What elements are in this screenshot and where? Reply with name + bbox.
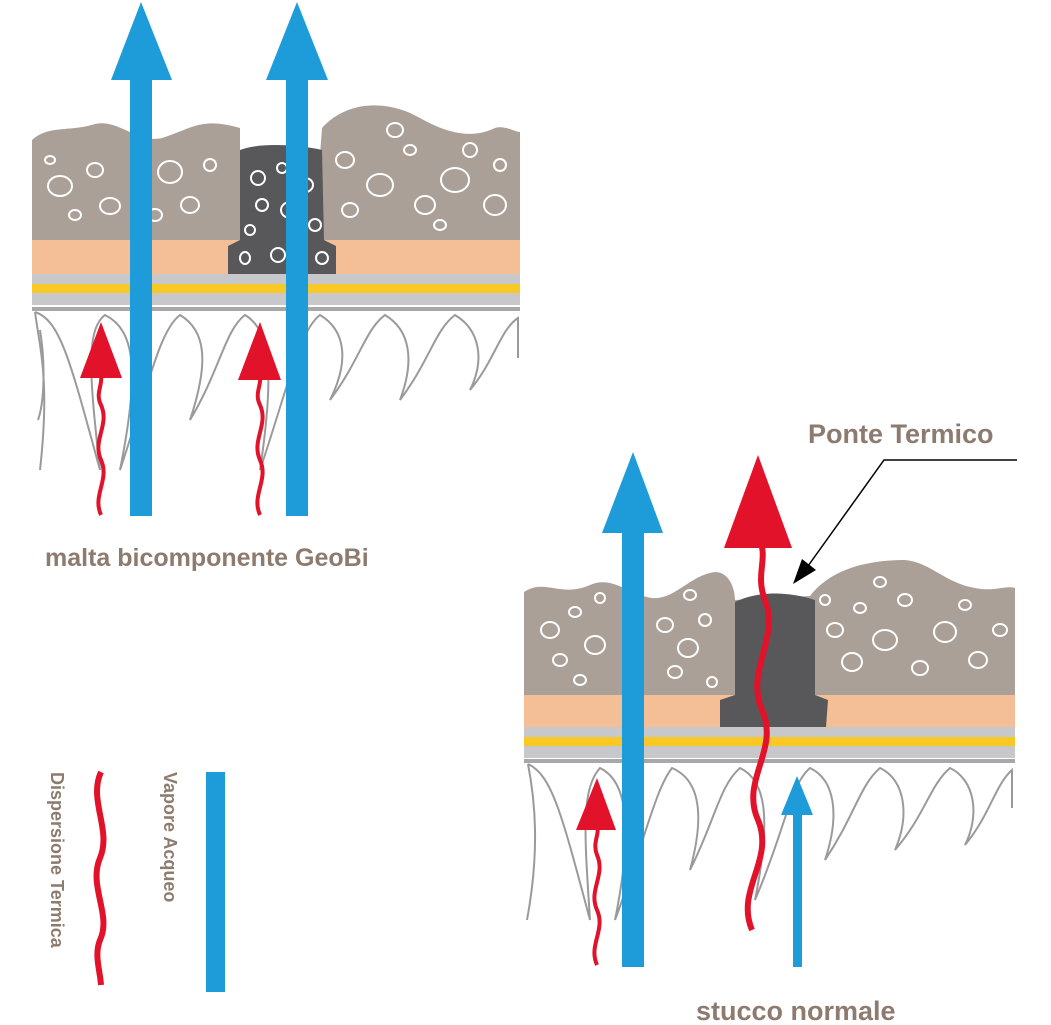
top-heat-arrow-2 <box>238 322 281 516</box>
bottom-yellow-band <box>524 737 1015 746</box>
bottom-vapor-arrow-large <box>602 452 663 967</box>
bottom-heat-arrow-large <box>724 455 792 932</box>
top-gray-band-2 <box>32 293 520 305</box>
top-vapor-arrow-2 <box>266 2 328 516</box>
bottom-vapor-arrow-small <box>781 776 813 967</box>
bottom-heat-arrow-small <box>576 778 616 966</box>
legend-heat-label: Dispersione Termica <box>47 772 67 949</box>
bottom-caption: stucco normale <box>696 996 896 1025</box>
bottom-substrate-waves <box>526 763 1013 921</box>
top-heat-arrow-1 <box>80 322 122 516</box>
legend-vapor-bar-icon <box>206 772 225 992</box>
thermal-bridge-label: Ponte Termico <box>808 419 994 449</box>
top-yellow-band <box>32 284 520 293</box>
top-wall-section <box>32 105 520 471</box>
top-separator-line <box>32 307 520 311</box>
top-vapor-arrow-1 <box>111 2 172 516</box>
legend-heat-wave-icon <box>93 770 107 986</box>
bottom-gray-band-2 <box>524 746 1015 758</box>
legend-vapor-label: Vapore Acqueo <box>160 772 180 902</box>
thermal-bridge-pointer <box>793 459 1017 584</box>
bottom-normal-grout-joint <box>720 593 828 727</box>
top-caption: malta bicomponente GeoBi <box>45 544 369 572</box>
top-substrate-waves <box>34 311 519 471</box>
bottom-separator-line <box>524 759 1015 763</box>
top-gray-band-1 <box>32 274 520 284</box>
bottom-aggregate-bubbles <box>540 576 1008 688</box>
legend <box>93 770 225 992</box>
